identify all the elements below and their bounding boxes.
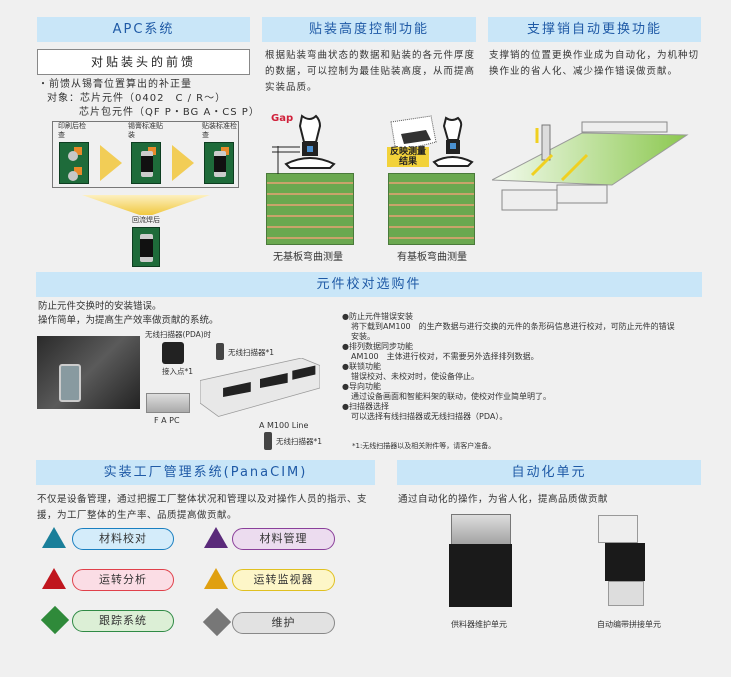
apc-step-panel	[52, 121, 239, 188]
pda-label: 无线扫描器(PDA)时	[145, 330, 212, 339]
measure-result-label: 反映测量结果	[387, 147, 429, 167]
lock-icon	[204, 527, 228, 548]
splice-unit-image-base	[608, 581, 644, 606]
panacim-desc: 不仅是设备管理，通过把握工厂整体状况和管理以及对操作人员的指示、支援，为工厂整体…	[37, 494, 368, 521]
height-ctrl-desc: 根据贴装弯曲状态的数据和贴装的各元件厚度的数据，可以控制为最佳贴装高度，从而提高…	[265, 50, 476, 93]
funnel-arrow-icon	[82, 195, 210, 215]
splice-unit-image	[598, 515, 638, 543]
arrow-icon	[172, 145, 194, 181]
feature-head: ●防止元件错误安装	[342, 312, 413, 321]
feature-body: 错误校对、未校对时，使设备停止。	[351, 372, 479, 381]
feature-body: AM100 主体进行校对，不需要另外选择排列数据。	[351, 352, 539, 361]
feature-head: ●导向功能	[342, 382, 381, 391]
apc-step-3: 贴装标准检查	[202, 122, 237, 139]
fa-pc-label: F A PC	[154, 416, 180, 425]
diamond-icon	[202, 607, 232, 637]
gap-label: Gap	[271, 113, 294, 124]
am100-line-label: A M100 Line	[259, 421, 309, 430]
splice-unit-caption: 自动编带拼接单元	[597, 620, 661, 629]
am100-line-image	[200, 358, 320, 417]
apc-target2: 芯片包元件（QF P・BG A・CS P）	[79, 107, 260, 118]
access-point-icon	[162, 342, 184, 364]
verify-intro-1: 防止元件交换时的安装错误。	[38, 301, 162, 312]
caption-no-warp: 无基板弯曲测量	[273, 252, 343, 263]
module-material-verify[interactable]: 材料校对	[72, 528, 174, 550]
automation-header: 自动化单元	[397, 460, 701, 485]
pcb-image-print	[59, 142, 89, 184]
height-ctrl-header: 贴装高度控制功能	[262, 17, 476, 42]
automation-desc: 通过自动化的操作，为省人化，提高品质做贡献	[398, 494, 609, 505]
apc-header: APC系统	[37, 17, 250, 42]
signal-icon	[204, 568, 228, 589]
feature-body: 将下载到AM100 的生产数据与进行交换的元件的条形码信息进行校对，可防止元件的…	[351, 322, 675, 341]
board-image-warp	[388, 173, 475, 245]
pin-change-desc: 支撑销的位置更换作业成为自动化，为机种切换作业的省人化、减少操作错误做贡献。	[489, 50, 700, 77]
module-traceability[interactable]: 跟踪系统	[72, 610, 174, 632]
feeder-unit-caption: 供料器维护单元	[451, 620, 507, 629]
feature-head: ●联锁功能	[342, 362, 381, 371]
search-icon	[42, 527, 66, 548]
pcb-image-paste	[131, 142, 161, 184]
module-operation-monitor[interactable]: 运转监视器	[232, 569, 335, 591]
ap-label: 接入点*1	[162, 367, 194, 376]
feature-list: ●防止元件错误安装 将下载到AM100 的生产数据与进行交换的元件的条形码信息进…	[342, 312, 682, 422]
bar-chart-icon	[42, 568, 66, 589]
feature-body: 可以选择有线扫描器或无线扫描器（PDA）。	[351, 412, 508, 421]
verify-footnote: *1:无线扫描器以及相关附件等，请客户准备。	[352, 442, 496, 450]
scanner-icon	[216, 343, 224, 360]
fa-pc-icon	[146, 393, 190, 413]
apc-step-1: 印刷后检查	[58, 122, 86, 139]
scanner-label-2: 无线扫描器*1	[276, 437, 323, 446]
nozzle-gap-diagram	[272, 114, 336, 174]
pin-change-diagram	[492, 121, 689, 211]
caption-warp: 有基板弯曲测量	[397, 252, 467, 263]
pcb-image-mount	[204, 142, 234, 184]
scanner-icon	[264, 432, 272, 450]
verify-header: 元件校对选购件	[36, 272, 702, 297]
apc-bullet: ・前馈从锡膏位置算出的补正量	[38, 79, 192, 90]
diamond-icon	[40, 605, 70, 635]
feature-head: ●扫描器选择	[342, 402, 389, 411]
apc-reflow-label: 回流焊后	[132, 216, 160, 224]
apc-step-2: 锡膏标准贴装	[128, 122, 163, 139]
apc-target1: 对象：芯片元件（0402 C / R～）	[47, 93, 227, 104]
module-operation-analysis[interactable]: 运转分析	[72, 569, 174, 591]
verify-intro-2: 操作简单，为提高生产效率做贡献的系统。	[38, 315, 219, 326]
feeder-unit-image-base	[449, 544, 512, 607]
module-maintenance[interactable]: 维护	[232, 612, 335, 634]
nozzle-measure-diagram	[390, 115, 474, 167]
module-material-manage[interactable]: 材料管理	[232, 528, 335, 550]
pcb-image-reflow	[132, 227, 160, 267]
splice-unit-image-body	[605, 543, 645, 581]
feature-head: ●排列数据同步功能	[342, 342, 413, 351]
feature-body: 通过设备画面和智能料架的联动，使校对作业简单明了。	[351, 392, 551, 401]
pin-change-header: 支撑销自动更换功能	[488, 17, 701, 42]
arrow-icon	[100, 145, 122, 181]
scanner-label-1: 无线扫描器*1	[228, 348, 275, 357]
scanner-photo	[37, 336, 140, 409]
panacim-header: 实装工厂管理系统(PanaCIM)	[36, 460, 375, 485]
board-image-no-warp	[266, 173, 354, 245]
apc-subtitle: 对贴装头的前馈	[37, 49, 250, 75]
